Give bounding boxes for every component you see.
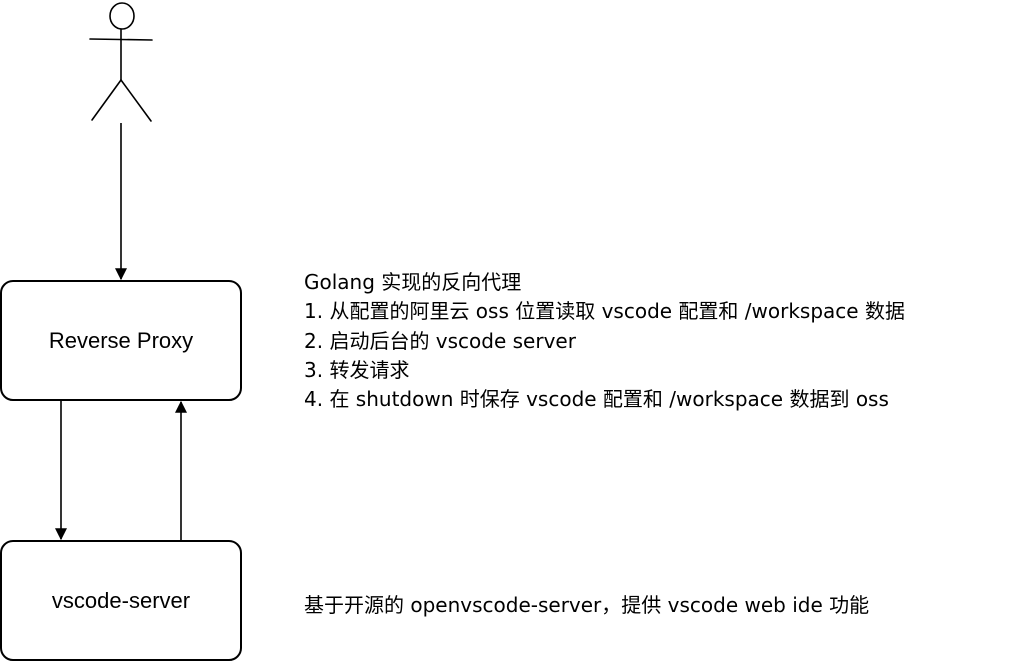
note-line: 2. 启动后台的 vscode server (304, 328, 576, 353)
reverse-proxy-notes: Golang 实现的反向代理 1. 从配置的阿里云 oss 位置读取 vscod… (304, 268, 905, 414)
note-line: 1. 从配置的阿里云 oss 位置读取 vscode 配置和 /workspac… (304, 299, 905, 324)
vscode-server-node: vscode-server (0, 540, 242, 661)
reverse-proxy-label: Reverse Proxy (49, 328, 193, 353)
stick-figure-icon (89, 2, 153, 122)
reverse-proxy-node: Reverse Proxy (0, 280, 242, 401)
vscode-server-label: vscode-server (52, 588, 190, 613)
vscode-server-notes: 基于开源的 openvscode-server，提供 vscode web id… (304, 591, 869, 620)
note-line: 3. 转发请求 (304, 357, 410, 382)
note-line: 基于开源的 openvscode-server，提供 vscode web id… (304, 593, 870, 617)
note-line: 4. 在 shutdown 时保存 vscode 配置和 /workspace … (304, 387, 889, 412)
note-line: Golang 实现的反向代理 (304, 270, 522, 294)
